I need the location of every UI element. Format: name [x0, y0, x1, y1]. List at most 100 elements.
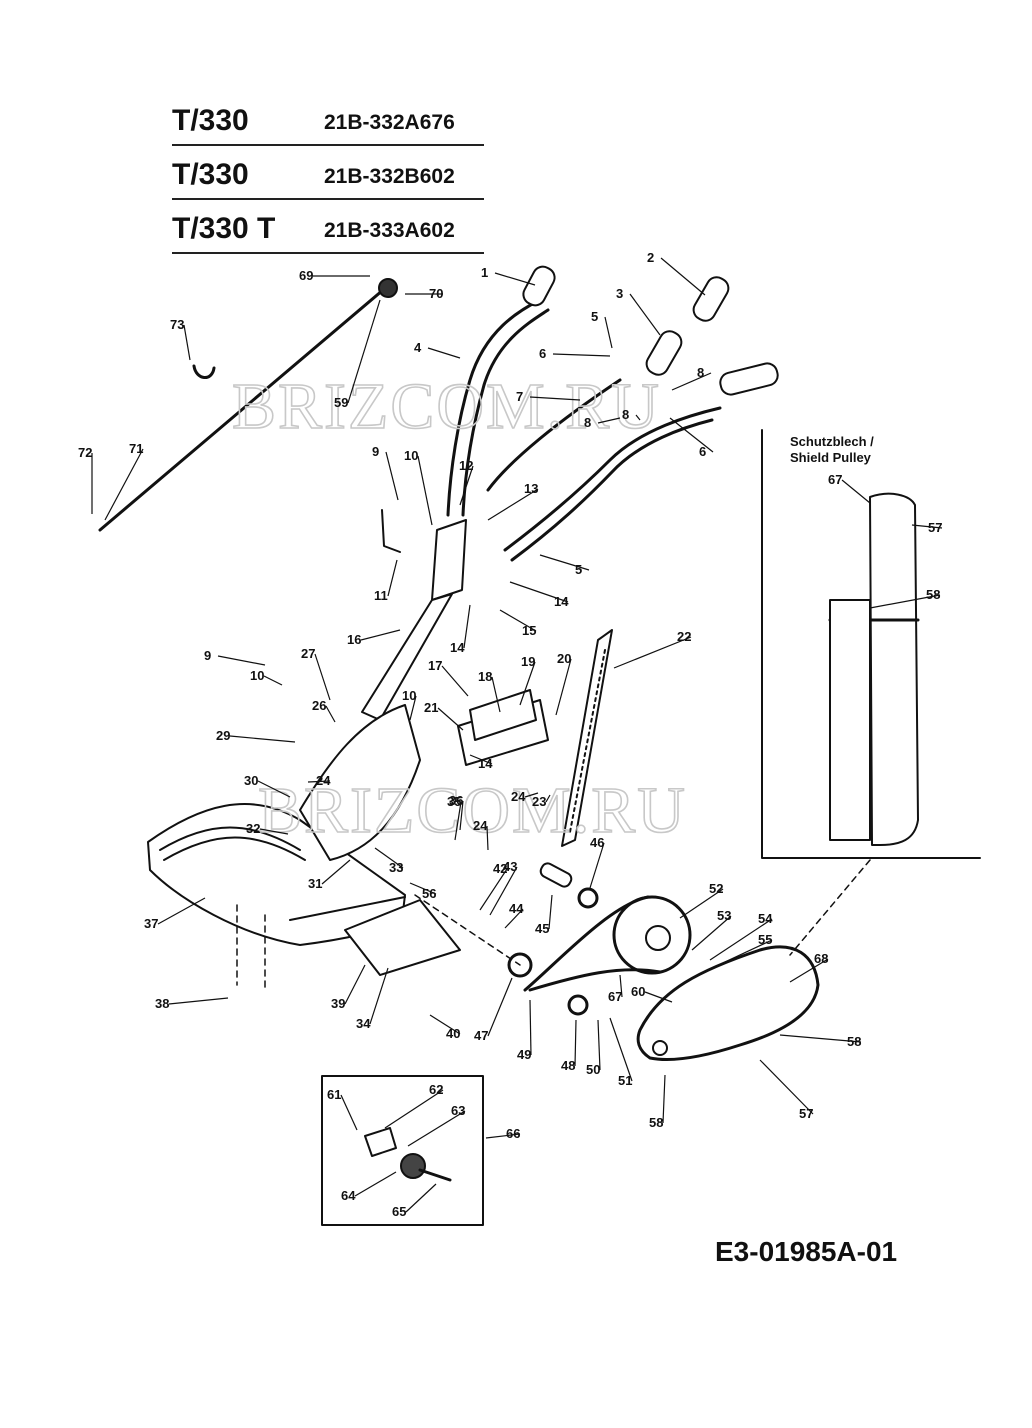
- callout-leader: [104, 448, 144, 521]
- callout-number: 33: [389, 860, 403, 875]
- callout-leader: [671, 372, 712, 391]
- callout-leader: [519, 661, 536, 706]
- depth-bar-dashes: [569, 649, 606, 833]
- model-name: T/330: [172, 104, 249, 137]
- callout-number: 40: [446, 1026, 460, 1041]
- cable-clip-74: [192, 364, 216, 379]
- callout-number: 5: [575, 562, 582, 577]
- callout-number: 14: [478, 756, 493, 771]
- column-upper: [431, 519, 467, 601]
- callout-leader: [384, 1089, 444, 1129]
- callout-leader: [374, 847, 404, 869]
- callout-number: 72: [78, 445, 92, 460]
- callout-number: 67: [608, 989, 622, 1004]
- transmission-housing: [299, 704, 421, 861]
- callout-leader: [644, 991, 673, 1003]
- callout-leader: [344, 964, 366, 1005]
- callout-leader: [669, 417, 714, 453]
- model-name: T/330 T: [172, 212, 276, 245]
- callout-number: 35: [447, 794, 461, 809]
- callout-number: 7: [516, 389, 523, 404]
- callout-number: 44: [509, 901, 524, 916]
- callout-leader: [463, 604, 471, 649]
- callout-leader: [369, 967, 389, 1025]
- pulley-46: [577, 887, 599, 909]
- callout-number: 52: [709, 881, 723, 896]
- callout-leader: [709, 918, 773, 961]
- callout-number: 16: [347, 632, 361, 647]
- callout-leader: [354, 1171, 397, 1197]
- bracket-11: [381, 509, 401, 553]
- callout-leader: [407, 1110, 466, 1147]
- callout-leader: [157, 897, 206, 925]
- callout-leader: [555, 658, 572, 716]
- callout-leader: [491, 676, 501, 713]
- callout-leader: [454, 801, 462, 841]
- pulley-48: [567, 994, 589, 1016]
- callout-leader: [459, 800, 464, 831]
- callout-leader: [360, 629, 401, 641]
- callout-number: 15: [522, 623, 536, 638]
- callout-number: 10: [250, 668, 264, 683]
- callout-number: 43: [503, 859, 517, 874]
- callout-leader: [662, 1074, 666, 1124]
- callout-number: 69: [299, 268, 313, 283]
- callout-number: 24: [511, 789, 526, 804]
- grip-1: [522, 265, 556, 307]
- callout-leader: [499, 609, 537, 632]
- model-row-2: T/330 21B-332B602: [172, 158, 484, 200]
- callout-number: 73: [170, 317, 184, 332]
- callout-number: 62: [429, 1082, 443, 1097]
- callout-leader: [529, 396, 581, 401]
- drawing-id: E3-01985A-01: [715, 1236, 898, 1267]
- callout-number: 39: [331, 996, 345, 1011]
- callout-leader: [387, 559, 398, 597]
- callout-number: 31: [308, 876, 322, 891]
- model-name: T/330: [172, 158, 249, 191]
- callout-leader: [417, 455, 433, 526]
- callout-leader: [479, 868, 508, 911]
- callout-leader: [552, 353, 611, 357]
- callout-number: 66: [506, 1126, 520, 1141]
- callout-number: 58: [926, 587, 940, 602]
- callout-leader: [613, 636, 692, 669]
- callout-number: 34: [356, 1016, 371, 1031]
- callout-number: 56: [422, 886, 436, 901]
- callout-number: 14: [554, 594, 569, 609]
- callout-number: 59: [334, 395, 348, 410]
- throttle-cable: [98, 288, 385, 532]
- handle-left-tube: [446, 298, 542, 517]
- callout-leader: [485, 1133, 521, 1139]
- callout-number: 36: [449, 793, 463, 808]
- shield-stripe-1: [159, 826, 301, 851]
- callout-layer: 1234556678889910101011121314141415161718…: [78, 250, 942, 1219]
- callout-number: 24: [316, 773, 331, 788]
- callout-number: 17: [428, 658, 442, 673]
- callout-leader: [548, 894, 553, 930]
- callout-number: 13: [524, 481, 538, 496]
- callout-number: 29: [216, 728, 230, 743]
- callout-number: 61: [327, 1087, 341, 1102]
- tensioner-wheel-64: [400, 1153, 426, 1179]
- callout-leader: [529, 999, 532, 1056]
- callout-number: 8: [622, 407, 629, 422]
- callout-leader: [321, 859, 351, 885]
- callout-leader: [679, 888, 724, 919]
- callout-number: 55: [758, 932, 772, 947]
- callout-leader: [509, 581, 569, 603]
- callout-leader: [574, 1019, 577, 1067]
- callout-number: 8: [697, 365, 704, 380]
- callout-leader: [437, 707, 464, 731]
- callout-number: 42: [493, 861, 507, 876]
- callout-number: 27: [301, 646, 315, 661]
- callout-number: 11: [374, 588, 388, 603]
- throttle-lever: [378, 278, 398, 298]
- callout-leader: [469, 754, 493, 765]
- callout-leader: [347, 299, 381, 404]
- model-code: 21B-333A602: [324, 219, 455, 242]
- callout-number: 3: [616, 286, 623, 301]
- callout-number: 63: [451, 1103, 465, 1118]
- belt-49: [523, 895, 662, 992]
- callout-number: 10: [402, 688, 416, 703]
- callout-number: 45: [535, 921, 549, 936]
